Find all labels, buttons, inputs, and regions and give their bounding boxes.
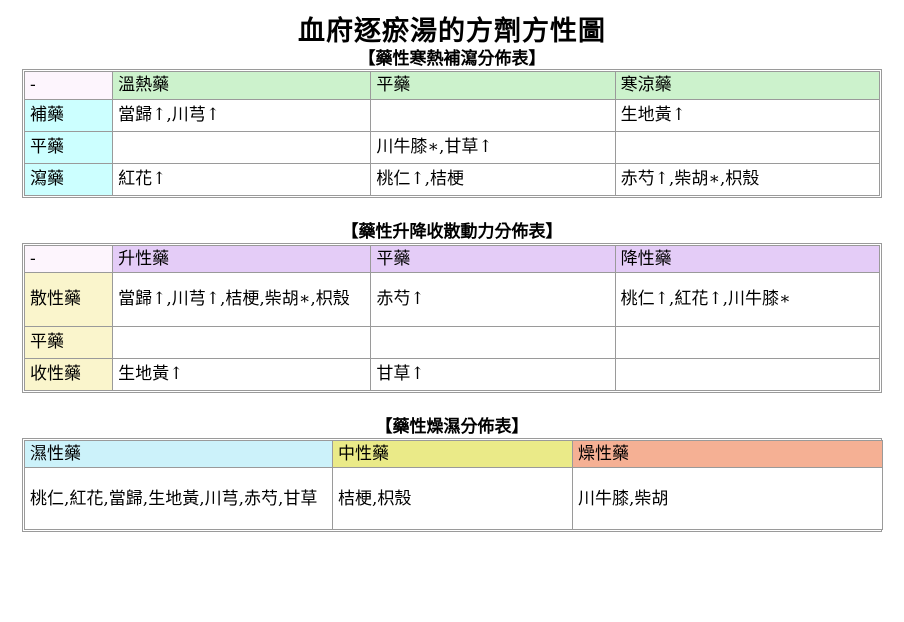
table-1-cell-2-0: 紅花↑ <box>112 163 372 197</box>
table-2-wrapper: - 升性藥 平藥 降性藥 散性藥 當歸↑,川芎↑,桔梗,柴胡∗,枳殼 赤芍↑ 桃… <box>22 242 882 394</box>
table-dry-damp-distribution: 濕性藥 中性藥 燥性藥 桃仁,紅花,當歸,生地黃,川芎,赤芍,甘草 桔梗,枳殼 … <box>24 439 883 531</box>
table-row: 補藥 當歸↑,川芎↑ 生地黃↑ <box>23 99 881 133</box>
table-1-cell-1-0 <box>112 131 372 165</box>
table-2-cell-0-1: 赤芍↑ <box>370 272 616 328</box>
table-2-row-header-1: 平藥 <box>23 326 114 360</box>
table-1-row-header-2: 瀉藥 <box>23 163 114 197</box>
table-1-body: 補藥 當歸↑,川芎↑ 生地黃↑ 平藥 川牛膝∗,甘草↑ 瀉藥 紅花↑ 桃仁↑,桔… <box>23 99 881 197</box>
table-row: 平藥 <box>23 326 881 360</box>
table-row: 收性藥 生地黃↑ 甘草↑ <box>23 358 881 392</box>
table-3-cell-0-0: 桃仁,紅花,當歸,生地黃,川芎,赤芍,甘草 <box>24 467 333 531</box>
table-3-col-header-2: 燥性藥 <box>572 439 883 469</box>
table-2-cell-0-2: 桃仁↑,紅花↑,川牛膝∗ <box>614 272 881 328</box>
table-2-col-header-2: 降性藥 <box>614 244 881 274</box>
table-1-row-header-1: 平藥 <box>23 131 114 165</box>
table-row: 瀉藥 紅花↑ 桃仁↑,桔梗 赤芍↑,柴胡∗,枳殼 <box>23 163 881 197</box>
table-3-cell-0-1: 桔梗,枳殼 <box>332 467 573 531</box>
table-2-head: - 升性藥 平藥 降性藥 <box>23 244 881 274</box>
table-2-cell-1-0 <box>112 326 372 360</box>
table-1-corner-cell: - <box>23 71 114 101</box>
table-2-cell-2-2 <box>614 358 881 392</box>
table-ascend-descend-disperse-astringe: - 升性藥 平藥 降性藥 散性藥 當歸↑,川芎↑,桔梗,柴胡∗,枳殼 赤芍↑ 桃… <box>23 244 881 392</box>
table-row: 桃仁,紅花,當歸,生地黃,川芎,赤芍,甘草 桔梗,枳殼 川牛膝,柴胡 <box>24 467 883 531</box>
table-2-cell-2-0: 生地黃↑ <box>112 358 372 392</box>
table-row: - 升性藥 平藥 降性藥 <box>23 244 881 274</box>
table-1-col-header-1: 平藥 <box>370 71 616 101</box>
table-1-col-header-2: 寒涼藥 <box>614 71 881 101</box>
table-1-wrapper: - 溫熱藥 平藥 寒涼藥 補藥 當歸↑,川芎↑ 生地黃↑ 平藥 川牛膝∗,甘草↑ <box>22 69 882 199</box>
table-1-cell-2-1: 桃仁↑,桔梗 <box>370 163 616 197</box>
table-3-cell-0-2: 川牛膝,柴胡 <box>572 467 883 531</box>
table-2-cell-1-2 <box>614 326 881 360</box>
table-1-cell-0-0: 當歸↑,川芎↑ <box>112 99 372 133</box>
table-row: - 溫熱藥 平藥 寒涼藥 <box>23 71 881 101</box>
table-1-cell-0-1 <box>370 99 616 133</box>
table-2-row-header-2: 收性藥 <box>23 358 114 392</box>
table-1-caption: 【藥性寒熱補瀉分佈表】 <box>358 49 546 70</box>
table-3-body: 桃仁,紅花,當歸,生地黃,川芎,赤芍,甘草 桔梗,枳殼 川牛膝,柴胡 <box>24 467 883 531</box>
table-2-caption: 【藥性升降收散動力分佈表】 <box>341 222 563 243</box>
table-2-row-header-0: 散性藥 <box>23 272 114 328</box>
table-1-cell-1-2 <box>614 131 881 165</box>
table-3-col-header-1: 中性藥 <box>332 439 573 469</box>
spacer-after-table-1 <box>0 198 904 222</box>
table-3-col-header-0: 濕性藥 <box>24 439 333 469</box>
table-3-caption: 【藥性燥濕分佈表】 <box>375 417 529 438</box>
table-row: 濕性藥 中性藥 燥性藥 <box>24 439 883 469</box>
table-2-body: 散性藥 當歸↑,川芎↑,桔梗,柴胡∗,枳殼 赤芍↑ 桃仁↑,紅花↑,川牛膝∗ 平… <box>23 272 881 392</box>
table-2-cell-0-0: 當歸↑,川芎↑,桔梗,柴胡∗,枳殼 <box>112 272 372 328</box>
table-1-cell-1-1: 川牛膝∗,甘草↑ <box>370 131 616 165</box>
table-3-wrapper: 濕性藥 中性藥 燥性藥 桃仁,紅花,當歸,生地黃,川芎,赤芍,甘草 桔梗,枳殼 … <box>22 437 883 533</box>
table-3-head: 濕性藥 中性藥 燥性藥 <box>24 439 883 469</box>
table-2-cell-2-1: 甘草↑ <box>370 358 616 392</box>
table-hot-cold-tonify-purge: - 溫熱藥 平藥 寒涼藥 補藥 當歸↑,川芎↑ 生地黃↑ 平藥 川牛膝∗,甘草↑ <box>23 71 881 197</box>
table-1-cell-2-2: 赤芍↑,柴胡∗,枳殼 <box>614 163 881 197</box>
table-row: 平藥 川牛膝∗,甘草↑ <box>23 131 881 165</box>
table-1-head: - 溫熱藥 平藥 寒涼藥 <box>23 71 881 101</box>
table-2-col-header-1: 平藥 <box>370 244 616 274</box>
table-1-cell-0-2: 生地黃↑ <box>614 99 881 133</box>
page-title: 血府逐瘀湯的方劑方性圖 <box>298 16 606 47</box>
table-1-row-header-0: 補藥 <box>23 99 114 133</box>
spacer-after-table-2 <box>0 393 904 417</box>
table-2-corner-cell: - <box>23 244 114 274</box>
table-2-cell-1-1 <box>370 326 616 360</box>
table-row: 散性藥 當歸↑,川芎↑,桔梗,柴胡∗,枳殼 赤芍↑ 桃仁↑,紅花↑,川牛膝∗ <box>23 272 881 328</box>
table-2-col-header-0: 升性藥 <box>112 244 372 274</box>
table-1-col-header-0: 溫熱藥 <box>112 71 372 101</box>
